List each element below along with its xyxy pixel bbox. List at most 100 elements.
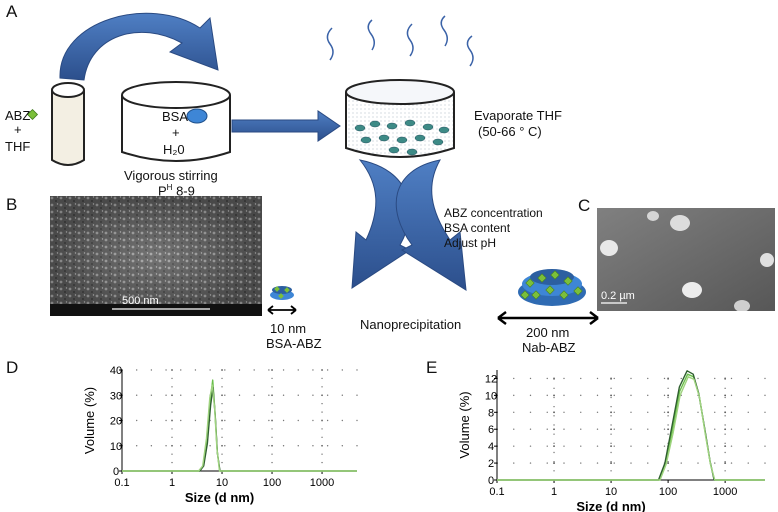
chart-e-grid-dot <box>610 428 612 431</box>
large-size-label: 200 nm <box>526 325 570 340</box>
chart-e-grid-dot <box>697 411 699 414</box>
chart-d-grid-dot <box>271 377 273 380</box>
chart-e-grid-dot <box>747 462 749 464</box>
chart-e-grid-dot <box>667 462 670 464</box>
chart-e-grid-dot <box>610 378 612 380</box>
chart-d-grid-dot <box>297 445 299 447</box>
chart-e-grid-dot <box>529 394 532 397</box>
chart-d-grid-dot <box>253 445 255 447</box>
chart-e-grid-dot <box>596 377 599 380</box>
panel-label-d: D <box>6 358 19 377</box>
chart-e-grid-dot <box>610 470 612 472</box>
chart-d-y-tick-label: 30 <box>110 390 122 402</box>
chart-d-grid-dot <box>312 394 314 396</box>
chart-d-grid-dot <box>171 453 173 455</box>
chart-e-grid-dot <box>764 462 766 464</box>
chart-d-grid-dot <box>165 445 167 447</box>
chart-e-grid-dot <box>667 405 669 408</box>
chart-d-grid-dot <box>321 377 323 380</box>
chart-d-grid-dot <box>271 428 273 430</box>
chart-e-grid-dot <box>553 470 555 472</box>
chart-e-grid-dot <box>667 424 669 426</box>
abz-label: ABZ <box>5 108 31 123</box>
chart-d-grid-dot <box>341 369 344 371</box>
chart-d-grid-dot <box>150 419 153 422</box>
chart-e-grid-dot <box>563 462 565 464</box>
chart-e-x-axis-label: Size (d nm) <box>576 499 645 512</box>
scale-bar-b: 500 nm <box>122 295 159 307</box>
chart-e-grid-dot <box>680 377 682 380</box>
chart-e-grid-dot <box>630 462 632 464</box>
chart-e-grid-dot <box>714 462 716 464</box>
chart-d-grid-dot <box>194 445 197 447</box>
chart-e-grid-dot <box>714 394 716 397</box>
ph-p: P <box>158 183 167 199</box>
small-nanoparticle-icon <box>270 286 294 300</box>
chart-e-grid-dot <box>647 428 649 430</box>
chart-d-grid-dot <box>224 369 226 371</box>
chart-e-grid-dot <box>553 451 555 454</box>
chart-e-grid-dot <box>730 428 733 430</box>
chart-e-grid-dot <box>563 394 565 397</box>
chart-d-grid-dot <box>282 369 285 371</box>
panel-label-e: E <box>426 358 438 377</box>
chart-d-grid-dot <box>271 386 273 388</box>
plus-label-2: + <box>172 125 180 140</box>
chart-d-grid-dot <box>253 419 255 422</box>
ph-h: H <box>166 183 173 192</box>
chart-d-grid-dot <box>194 394 197 396</box>
chart-d-grid-dot <box>297 369 299 371</box>
chart-e-grid-dot <box>546 394 548 397</box>
chart-e-grid-dot <box>663 377 666 380</box>
chart-d-grid-dot <box>321 436 323 439</box>
chart-d-grid-dot <box>180 394 182 396</box>
chart-d-grid-dot <box>224 445 226 447</box>
chart-e-grid-dot <box>663 428 666 430</box>
chart-d-grid-dot <box>271 369 273 371</box>
chart-d-grid-dot <box>150 369 153 371</box>
small-name-label: BSA-ABZ <box>266 336 322 351</box>
chart-d-grid-dot <box>321 369 323 371</box>
chart-d-grid-dot <box>221 453 223 455</box>
chart-d-grid-dot <box>194 369 197 371</box>
chart-d-grid-dot <box>321 386 323 388</box>
chart-d-grid-dot <box>180 369 182 371</box>
chart-e-grid-dot <box>667 396 669 399</box>
chart-e-x-tick-label: 100 <box>659 486 677 498</box>
chart-d-grid-dot <box>271 461 273 464</box>
chart-e-grid-dot <box>747 377 749 380</box>
chart-e-grid-dot <box>667 470 669 472</box>
small-size-arrow <box>267 305 297 315</box>
chart-d-y-axis-label: Volume (%) <box>82 387 97 454</box>
chart-d-grid-dot <box>180 445 182 447</box>
chart-d-grid-dot <box>165 419 167 422</box>
large-nanoparticle-icon <box>518 269 586 306</box>
chart-e-grid-dot <box>553 424 555 426</box>
chart-e-grid-dot <box>630 411 632 414</box>
chart-d-grid-dot <box>321 419 323 422</box>
chart-d-grid-dot <box>268 394 270 396</box>
chart-e-grid-dot <box>610 462 612 464</box>
chart-e-y-axis-label: Volume (%) <box>457 391 472 458</box>
process-arrow <box>231 110 341 142</box>
chart-d-grid-dot <box>271 411 273 413</box>
chart-e-grid-dot <box>610 405 612 408</box>
chart-e-grid-dot <box>546 377 548 380</box>
chart-e-grid-dot <box>724 428 727 431</box>
chart-e-y-tick-label: 0 <box>488 475 494 487</box>
chart-d-grid-dot <box>282 419 285 422</box>
chart-d-grid-dot <box>341 419 344 422</box>
chart-e-grid-dot <box>610 394 612 397</box>
chart-e-grid-dot <box>546 445 548 447</box>
panel-label-c: C <box>578 196 591 215</box>
chart-e-grid-dot <box>764 445 766 447</box>
chart-d-y-tick-label: 20 <box>110 416 122 428</box>
chart-e-grid-dot <box>580 445 582 447</box>
chart-e-grid-dot <box>596 445 599 447</box>
chart-e-grid-dot <box>546 411 548 414</box>
chart-d-grid-dot <box>171 402 173 405</box>
evaporate-label: Evaporate THF <box>474 108 562 123</box>
chart-e-grid-dot <box>724 451 726 454</box>
chart-e-grid-dot <box>610 424 612 426</box>
